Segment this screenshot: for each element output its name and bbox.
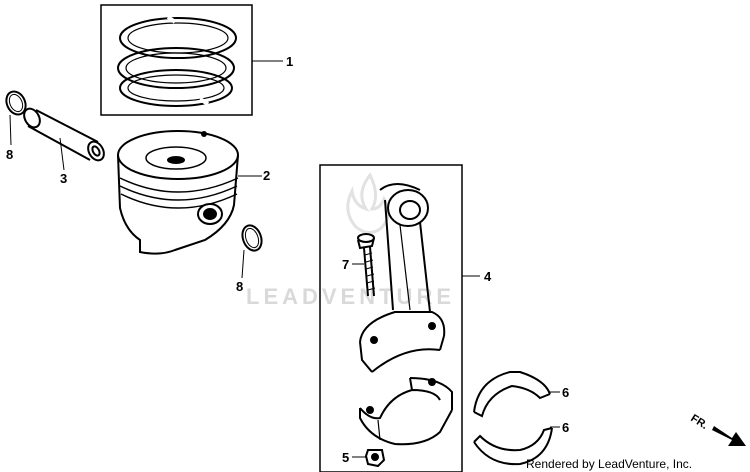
front-label: FR. [688,412,709,432]
bearing-shell-upper [473,371,551,418]
callout-6-upper: 6 [562,385,569,400]
callout-5: 5 [342,450,349,465]
watermark: LEADVENTURE [246,172,455,309]
credit-text: Rendered by LeadVenture, Inc. [526,457,692,471]
callout-3: 3 [60,171,67,186]
callout-7: 7 [342,257,349,272]
front-arrow-icon [712,426,746,446]
callout-8-right: 8 [236,279,243,294]
pin-clip-right [241,224,263,252]
connecting-rod-box [319,164,463,472]
pin-clip-left [5,90,27,116]
callout-2: 2 [263,168,270,183]
callout-6-lower: 6 [562,420,569,435]
front-arrow: FR. [688,412,746,446]
piston [117,130,239,255]
ring-set-box [100,4,253,116]
piston-pin [23,107,105,162]
rod-nut [364,449,386,468]
connecting-rod [359,183,446,373]
rod-bolt [357,233,376,297]
rod-cap [359,377,453,446]
piston-ring-set [100,4,253,116]
callout-8-left: 8 [6,147,13,162]
callout-1: 1 [286,54,293,69]
watermark-text: LEADVENTURE [246,284,455,309]
bearing-shell-lower [473,427,553,466]
callout-4: 4 [484,269,492,284]
